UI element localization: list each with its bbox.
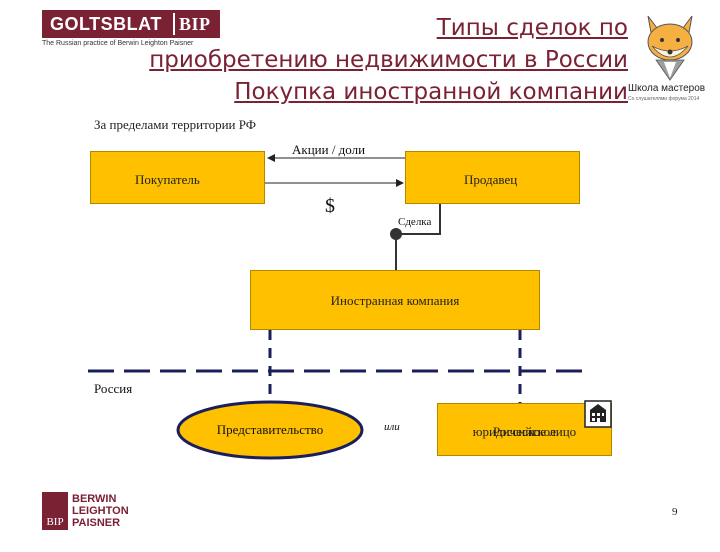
title-line-3: Покупка иностранной компании (234, 79, 628, 105)
foreign-company-label: Иностранная компания (330, 293, 460, 308)
berwin-logo-text: BERWIN LEIGHTON PAISNER (72, 493, 129, 529)
seller-box: Продавец (405, 151, 580, 204)
money-label: $ (325, 195, 335, 217)
fox-icon (647, 15, 693, 81)
title-line-2: приобретению недвижимости в России (149, 47, 628, 73)
representative-office-ellipse (176, 400, 364, 460)
or-label: или (384, 421, 400, 433)
diagram-connectors (88, 154, 585, 403)
buyer-label: Покупатель (135, 172, 200, 187)
page-number: 9 (672, 506, 678, 518)
berwin-logo: BIP BERWIN LEIGHTON PAISNER (42, 492, 152, 530)
deal-label: Сделка (398, 216, 432, 228)
seller-label: Продавец (464, 172, 518, 187)
building-icon (584, 400, 612, 428)
berwin-logo-mark: BIP (42, 492, 68, 530)
school-subtitle: Со слушателями форума 2014 (628, 96, 700, 102)
logo-tagline: The Russian practice of Berwin Leighton … (42, 40, 194, 47)
title-line-1: Типы сделок по (436, 15, 628, 41)
logo-word: GOLTSBLAT (50, 14, 162, 34)
foreign-company-box: Иностранная компания (250, 270, 540, 330)
russian-entity-line-2: юридическое лицо (472, 424, 577, 439)
russian-entity-box: Российское юридическое лицо (437, 403, 612, 456)
logo-banner: GOLTSBLAT BIP (42, 10, 220, 38)
russian-entity-line-1: Российское (492, 424, 557, 439)
shares-label: Акции / доли (292, 142, 366, 157)
slide-title: Типы сделок по приобретению недвижимости… (28, 12, 628, 108)
berwin-logo-line-3: PAISNER (72, 517, 121, 529)
logo-separator (173, 13, 175, 35)
deal-node (390, 228, 402, 240)
russia-label: Россия (94, 381, 133, 396)
school-name: Школа мастеров (628, 83, 706, 94)
buyer-box: Покупатель (90, 151, 265, 204)
outside-russia-label: За пределами территории РФ (94, 117, 257, 132)
berwin-logo-line-2: LEIGHTON (72, 505, 129, 517)
deal-line (395, 204, 441, 270)
logo-mark: BIP (179, 14, 211, 34)
representative-office-label: Представительство (216, 422, 324, 437)
goltsblat-logo: GOLTSBLAT BIP The Russian practice of Be… (42, 10, 220, 50)
berwin-logo-line-1: BERWIN (72, 493, 117, 505)
